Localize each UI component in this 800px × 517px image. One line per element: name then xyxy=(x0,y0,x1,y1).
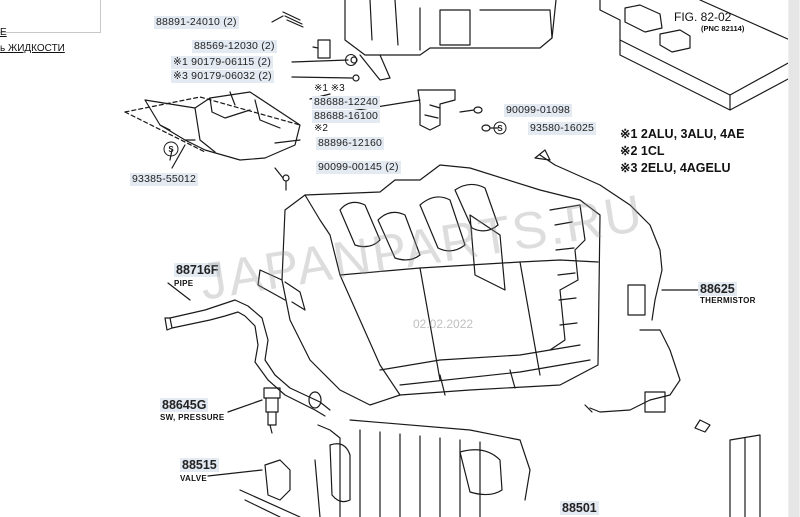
date-stamp: 02.02.2022 xyxy=(413,317,474,331)
svg-text:S: S xyxy=(168,145,174,154)
part-88716f[interactable]: 88716F xyxy=(174,263,221,277)
part-90099-01098[interactable]: 90099-01098 xyxy=(504,104,573,117)
part-88891-24010[interactable]: 88891-24010 (2) xyxy=(154,16,239,29)
left-nav-panel xyxy=(0,0,101,33)
svg-text:S: S xyxy=(497,124,503,133)
part-93580-16025[interactable]: 93580-16025 xyxy=(528,122,597,135)
part-90179-06032[interactable]: ※3 90179-06032 (2) xyxy=(171,70,274,83)
part-88688-12240[interactable]: 88688-12240 xyxy=(312,96,381,109)
part-88625[interactable]: 88625 xyxy=(698,282,737,296)
vertical-scrollbar[interactable] xyxy=(788,0,800,517)
caption-valve: VALVE xyxy=(180,474,207,483)
part-88688-16100[interactable]: 88688-16100 xyxy=(312,110,381,123)
legend-row-3: ※3 2ELU, 4AGELU xyxy=(620,161,731,175)
variant-legend: ※1 2ALU, 3ALU, 4AE ※2 1CL ※3 2ELU, 4AGEL… xyxy=(620,126,744,177)
figure-reference[interactable]: FIG. 82-02 xyxy=(674,10,732,24)
caption-pipe: PIPE xyxy=(174,279,194,288)
part-88645g[interactable]: 88645G xyxy=(160,398,209,412)
note-mark-2: ※2 xyxy=(314,123,328,134)
part-90099-00145[interactable]: 90099-00145 (2) xyxy=(316,161,401,174)
nav-link-1[interactable]: Е xyxy=(0,27,7,38)
part-88896-12160[interactable]: 88896-12160 xyxy=(316,137,385,150)
part-93385-55012[interactable]: 93385-55012 xyxy=(130,173,199,186)
part-88501[interactable]: 88501 xyxy=(560,501,599,515)
legend-row-2: ※2 1CL xyxy=(620,144,665,158)
caption-thermistor: THERMISTOR xyxy=(700,296,756,305)
caption-pressure-switch: SW, PRESSURE xyxy=(160,413,225,422)
note-marks-1-3: ※1 ※3 xyxy=(314,83,345,94)
part-88569-12030[interactable]: 88569-12030 (2) xyxy=(192,40,277,53)
part-88515[interactable]: 88515 xyxy=(180,458,219,472)
pnc-reference: (PNC 82114) xyxy=(701,24,745,33)
part-90179-06115[interactable]: ※1 90179-06115 (2) xyxy=(171,56,274,69)
nav-link-2[interactable]: ь ЖИДКОСТИ xyxy=(0,43,65,54)
legend-row-1: ※1 2ALU, 3ALU, 4AE xyxy=(620,127,745,141)
